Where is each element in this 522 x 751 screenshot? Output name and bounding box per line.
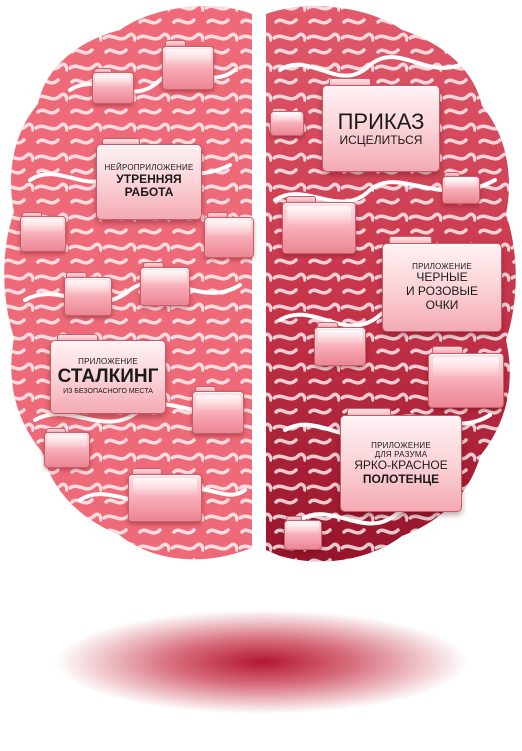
morning-line1: УТРЕННЯЯ	[116, 171, 182, 186]
glasses-line2: И РОЗОВЫЕ	[405, 284, 479, 299]
heal-order-folder: ПРИКАЗ ИСЦЕЛИТЬСЯ	[322, 78, 440, 172]
folder-icon	[270, 108, 304, 136]
towel-line2: ПОЛОТЕНЦЕ	[362, 471, 440, 486]
towel-line1: ЯРКО-КРАСНОЕ	[354, 458, 448, 473]
order-title: ПРИКАЗ	[337, 108, 425, 134]
folder-icon	[204, 212, 254, 258]
folder-icon	[192, 386, 244, 434]
folder-icon	[284, 516, 322, 550]
stalking-folder: ПРИЛОЖЕНИЕ СТАЛКИНГ ИЗ БЕЗОПАСНОГО МЕСТА	[50, 334, 166, 414]
folder-icon	[64, 272, 112, 316]
order-subtitle: ИСЦЕЛИТЬСЯ	[339, 133, 423, 148]
brain-shadow	[56, 610, 468, 714]
stalking-subtitle: ПРИЛОЖЕНИЕ	[78, 357, 138, 367]
glasses-line1: ЧЕРНЫЕ	[416, 270, 468, 285]
folder-icon	[314, 322, 366, 366]
stalking-title: СТАЛКИНГ	[57, 366, 159, 388]
towel-subtitle2: ДЛЯ РАЗУМА	[374, 449, 428, 459]
folder-icon	[92, 68, 134, 104]
glasses-folder: ПРИЛОЖЕНИЕ ЧЕРНЫЕ И РОЗОВЫЕ ОЧКИ	[382, 236, 502, 332]
folder-icon	[44, 428, 90, 468]
folder-icon	[140, 262, 190, 306]
towel-subtitle1: ПРИЛОЖЕНИЕ	[371, 440, 431, 450]
folder-icon	[162, 40, 214, 90]
folder-icon	[128, 468, 202, 522]
morning-line2: РАБОТА	[124, 185, 174, 200]
glasses-line3: ОЧКИ	[425, 297, 459, 312]
morning-work-folder: НЕЙРОПРИЛОЖЕНИЕ УТРЕННЯЯ РАБОТА	[96, 138, 202, 220]
towel-folder: ПРИЛОЖЕНИЕ ДЛЯ РАЗУМА ЯРКО-КРАСНОЕ ПОЛОТ…	[340, 408, 462, 512]
glasses-subtitle: ПРИЛОЖЕНИЕ	[412, 262, 472, 272]
morning-subtitle: НЕЙРОПРИЛОЖЕНИЕ	[104, 163, 194, 173]
folder-icon	[20, 212, 66, 252]
stalking-caption: ИЗ БЕЗОПАСНОГО МЕСТА	[63, 388, 153, 396]
folder-icon	[428, 346, 504, 408]
folder-icon	[442, 172, 480, 204]
folder-icon	[282, 196, 356, 254]
